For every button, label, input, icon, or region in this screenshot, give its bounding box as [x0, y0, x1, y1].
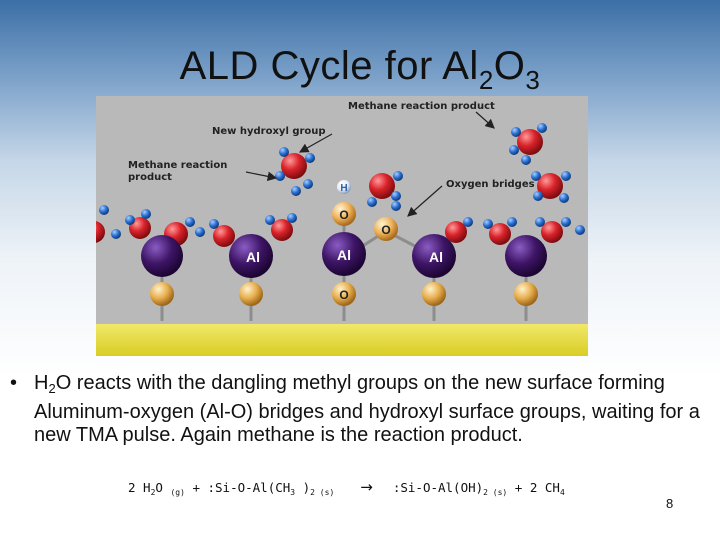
hydroxyl-hydrogen — [337, 180, 351, 194]
silicon-atom — [422, 282, 446, 306]
aluminum-atom — [322, 232, 366, 276]
al-label: Al — [429, 249, 443, 265]
aluminum-atom — [141, 235, 183, 277]
al-label: Al — [246, 249, 260, 265]
methane-molecules — [275, 123, 571, 211]
label-methane-left-1: Methane reaction — [128, 160, 227, 171]
label-new-hydroxyl: New hydroxyl group — [212, 126, 326, 137]
silicon-atom — [150, 282, 174, 306]
bridge-oxygen — [374, 217, 398, 241]
slide-number: 8 — [666, 496, 674, 511]
hydroxyl-and-bridges — [332, 180, 398, 241]
bullet-text: H2O reacts with the dangling methyl grou… — [34, 372, 700, 446]
label-methane-left-2: product — [128, 172, 172, 183]
silicon-atom — [239, 282, 263, 306]
slide-title: ALD Cycle for Al2O3 — [179, 44, 541, 95]
aluminum-atom — [505, 235, 547, 277]
aluminum-atoms — [141, 232, 547, 278]
silicon-atom — [332, 282, 356, 306]
hydroxyl-groups — [265, 213, 585, 245]
left-edge-groups — [96, 205, 235, 247]
annotation-arrows — [245, 111, 495, 217]
silicon-atoms — [150, 282, 538, 306]
silicon-atom — [514, 282, 538, 306]
aluminum-atom — [412, 234, 456, 278]
bullet-point: • H2O reacts with the dangling methyl gr… — [10, 372, 710, 448]
oxygen-label-hydroxyl: O — [339, 208, 348, 222]
al-label: Al — [337, 247, 351, 263]
reaction-equation: 2 H2O (g) + :Si-O-Al(CH3 )2 (s)→:Si-O-Al… — [128, 478, 565, 497]
label-methane-top: Methane reaction product — [348, 101, 495, 112]
aluminum-atom — [229, 234, 273, 278]
hydrogen-label: H — [340, 183, 347, 194]
oxygen-label-bottom: O — [339, 288, 348, 302]
label-oxygen-bridges: Oxygen bridges — [446, 179, 535, 190]
substrate — [96, 324, 588, 356]
hydroxyl-oxygen — [332, 202, 356, 226]
reaction-arrow: → — [360, 478, 373, 496]
ald-diagram: O Al Al Al O H O — [96, 96, 588, 356]
oxygen-label-bridge: O — [381, 223, 390, 237]
bullet-dot: • — [10, 372, 18, 394]
